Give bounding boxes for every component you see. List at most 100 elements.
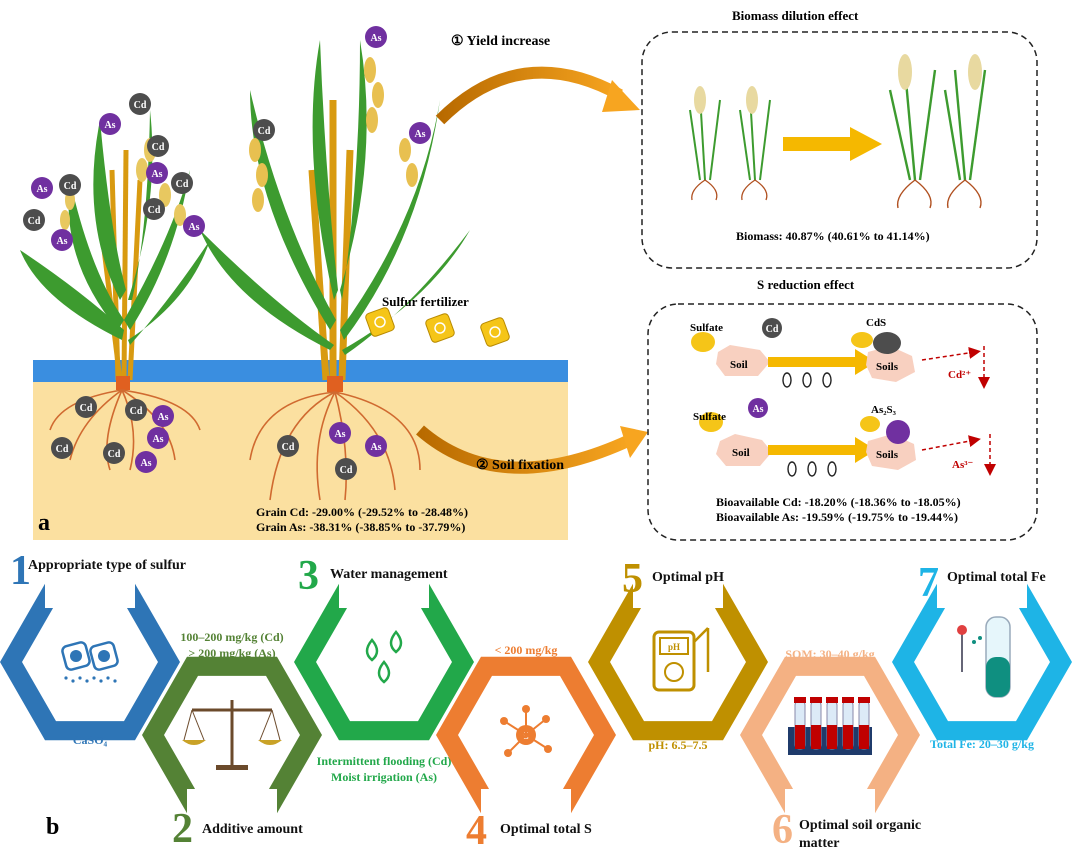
svg-text:Cd: Cd [108, 449, 121, 460]
water-drops-icon [365, 630, 403, 684]
factor-detail: CaSO₄ [73, 733, 108, 747]
factor-detail: > 200 mg/kg (As) [188, 646, 275, 660]
cd-ion-marker: Cd [143, 198, 165, 220]
panel-a: Sulfur fertilizer CdAsCdAsCdCdAsAsCdCdAs… [20, 8, 1038, 541]
cd-ion-product: Cd²⁺ [948, 369, 971, 381]
bacteria-icons-cd [782, 372, 832, 388]
factor-title: Appropriate type of sulfur [28, 558, 186, 573]
soil-label-cd: Soil [730, 359, 748, 371]
svg-text:Cd: Cd [148, 205, 161, 216]
yield-increase-arrow: ① Yield increase [435, 34, 640, 125]
soil-fixation-label: ② Soil fixation [476, 458, 564, 473]
factor-detail: < 200 mg/kg [495, 643, 558, 657]
svg-text:As: As [151, 169, 162, 180]
hexagon-frame [142, 656, 322, 830]
factor-detail: Intermittent flooding (Cd) [317, 754, 452, 768]
cd-ion-marker: Cd [75, 396, 97, 418]
svg-text:As: As [334, 429, 345, 440]
as-ion-marker: As [409, 122, 431, 144]
soils-label-as: Soils [876, 449, 899, 461]
svg-text:Cd: Cd [56, 444, 69, 455]
small-plants-icon [689, 86, 771, 201]
as-ion-marker: As [365, 26, 387, 48]
factor-number: 3 [298, 553, 319, 599]
grain-as-stat: Grain As: -38.31% (-38.85% to -37.79%) [256, 520, 465, 534]
hexagon-frame [294, 572, 474, 741]
cd-ion-marker: Cd [59, 174, 81, 196]
as-ion-marker: As [152, 405, 174, 427]
svg-text:Cd: Cd [176, 179, 189, 190]
svg-text:Cd: Cd [152, 142, 165, 153]
as-ion-marker: As [147, 427, 169, 449]
svg-text:As: As [370, 33, 381, 44]
dilution-arrow [783, 127, 882, 161]
svg-text:Cd: Cd [282, 442, 295, 453]
factor-detail: pH: 6.5–7.5 [648, 738, 707, 752]
sulfur-granules-icon [61, 641, 119, 683]
cd-ion-marker: Cd [129, 93, 151, 115]
soil-blob-as-left [716, 434, 772, 466]
svg-text:As: As [152, 434, 163, 445]
panel-a-label: a [38, 510, 50, 536]
as-ion-marker: As [146, 162, 168, 184]
cd-ion-marker: Cd [51, 437, 73, 459]
factor-title: Optimal soil organic [799, 818, 921, 833]
hexagon-frame [740, 656, 920, 830]
factor-4: S4Optimal total S< 200 mg/kg [436, 643, 616, 853]
ph-meter-icon: pH [652, 627, 710, 692]
factor-title-line2: matter [799, 836, 839, 851]
soil-blob-cd-left [716, 345, 770, 376]
soil-blob-as-right [866, 434, 916, 470]
panel-b-label: b [46, 814, 59, 840]
svg-text:As: As [414, 129, 425, 140]
svg-text:As: As [140, 458, 151, 469]
soil-label-as: Soil [732, 447, 750, 459]
factor-title: Optimal total S [500, 822, 592, 837]
water-layer [33, 360, 568, 382]
soil-fixation-arrow: ② Soil fixation [416, 425, 648, 474]
s-reduction-title: S reduction effect [757, 277, 855, 292]
factor-title: Additive amount [202, 822, 303, 837]
svg-text:Cd: Cd [340, 465, 353, 476]
hexagon-frame [892, 572, 1072, 741]
svg-text:Cd: Cd [134, 100, 147, 111]
sulfate-label-as: Sulfate [693, 411, 726, 423]
factor-title: Optimal pH [652, 570, 724, 585]
svg-text:Cd: Cd [64, 181, 77, 192]
factor-number: 5 [622, 556, 643, 602]
svg-text:As: As [104, 120, 115, 131]
svg-text:As: As [370, 442, 381, 453]
hexagon-frame [436, 656, 616, 830]
factor-number: 2 [172, 806, 193, 852]
as-ion-marker: As [99, 113, 121, 135]
as-ion-label: As [752, 404, 763, 415]
svg-text:Cd: Cd [258, 126, 271, 137]
as-ion-product: As³⁻ [952, 459, 974, 471]
biomass-title: Biomass dilution effect [732, 8, 859, 23]
factor-5: pH5 Optimal pH pH: 6.5–7.5 [588, 556, 768, 752]
svg-text:As: As [36, 184, 47, 195]
factor-detail: SOM: 30–40 g/kg [785, 647, 874, 661]
factor-number: 6 [772, 807, 793, 853]
bioavailable-as-stat: Bioavailable As: -19.59% (-19.75% to -19… [716, 510, 958, 524]
factor-detail: Moist irrigation (As) [331, 770, 437, 784]
as-ion-marker: As [365, 435, 387, 457]
svg-text:As: As [188, 222, 199, 233]
cds-label: CdS [866, 317, 886, 329]
cd-ion-marker: Cd [147, 135, 169, 157]
test-tube-rack-icon [788, 697, 872, 755]
factor-detail: Total Fe: 20–30 g/kg [930, 737, 1034, 751]
svg-text:Cd: Cd [80, 403, 93, 414]
hexagon-frame [588, 572, 768, 741]
as-ion-marker: As [183, 215, 205, 237]
factor-6: 6 Optimal soil organic matter SOM: 30–40 g/… [740, 647, 921, 853]
sulfur-fertilizer-bags: Sulfur fertilizer [365, 294, 510, 347]
as-ion-marker: As [329, 422, 351, 444]
svg-text:Cd: Cd [130, 406, 143, 417]
